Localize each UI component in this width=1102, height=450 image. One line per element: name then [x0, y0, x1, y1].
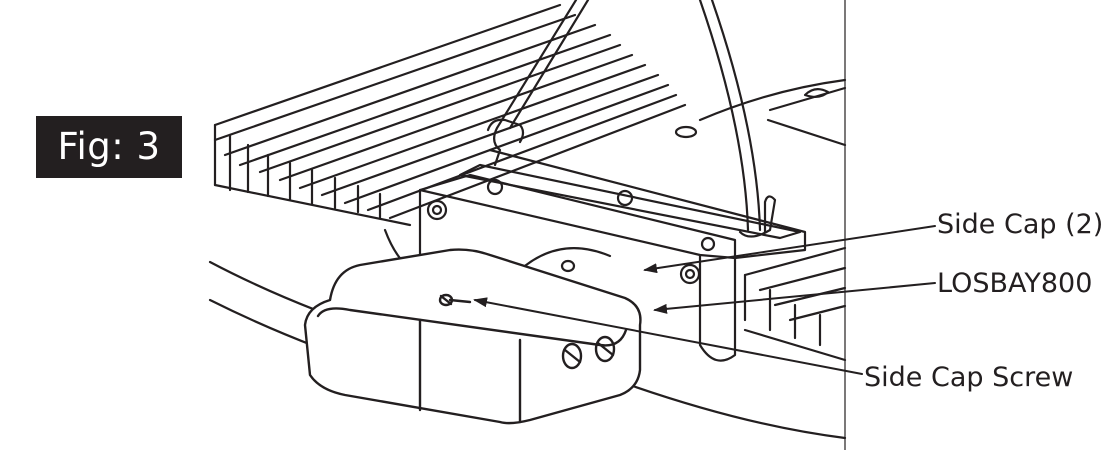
side-cap [303, 248, 642, 425]
figure-label: Fig: 3 [36, 116, 182, 178]
mounting-disk [518, 247, 612, 273]
callout-side-cap: Side Cap (2) [937, 209, 1102, 240]
heatsink-fins-left [213, 3, 687, 227]
callout-leaders [473, 225, 936, 375]
hanging-wire [486, 0, 777, 238]
heatsink-fins-right [743, 246, 847, 362]
callout-model: LOSBAY800 [937, 268, 1093, 299]
callout-side-cap-screw: Side Cap Screw [864, 362, 1074, 393]
